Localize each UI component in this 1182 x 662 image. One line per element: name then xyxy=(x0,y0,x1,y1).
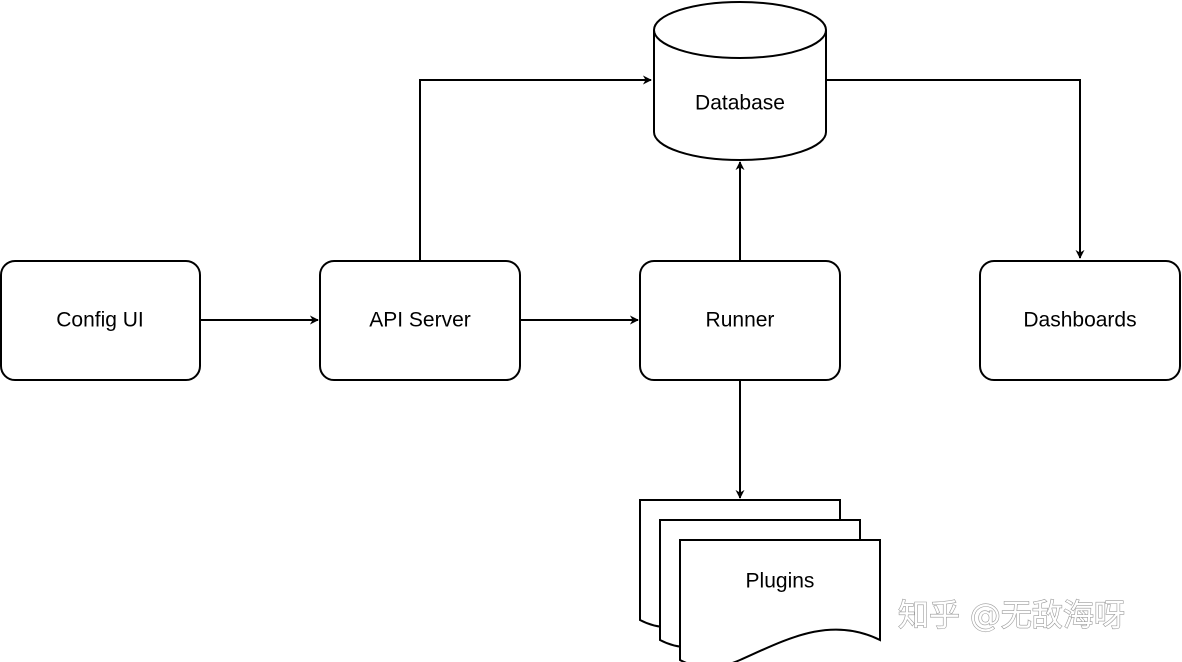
plugins-doc-front xyxy=(679,539,881,662)
edge-database-to-dashboards xyxy=(827,79,1085,259)
database-cylinder-body xyxy=(653,1,827,161)
node-runner[interactable]: Runner xyxy=(639,260,841,381)
runner-box xyxy=(639,260,841,381)
node-api-server[interactable]: API Server xyxy=(319,260,521,381)
api-server-label: API Server xyxy=(369,309,471,332)
database-cylinder-rim xyxy=(653,29,827,59)
dashboards-label: Dashboards xyxy=(1023,309,1136,332)
edge-api-server-to-database xyxy=(419,75,652,260)
config-ui-box xyxy=(0,260,201,381)
node-dashboards[interactable]: Dashboards xyxy=(979,260,1181,381)
api-server-box xyxy=(319,260,521,381)
plugins-label: Plugins xyxy=(746,570,815,593)
dashboards-box xyxy=(979,260,1181,381)
runner-label: Runner xyxy=(706,309,775,332)
node-database[interactable]: Database xyxy=(653,1,827,161)
node-config-ui[interactable]: Config UI xyxy=(0,260,201,381)
watermark: 知乎 @无敌海呀 xyxy=(898,598,1125,634)
config-ui-label: Config UI xyxy=(56,309,144,332)
database-label: Database xyxy=(695,92,785,115)
node-plugins[interactable]: Plugins xyxy=(639,499,881,662)
edges xyxy=(201,75,1085,499)
